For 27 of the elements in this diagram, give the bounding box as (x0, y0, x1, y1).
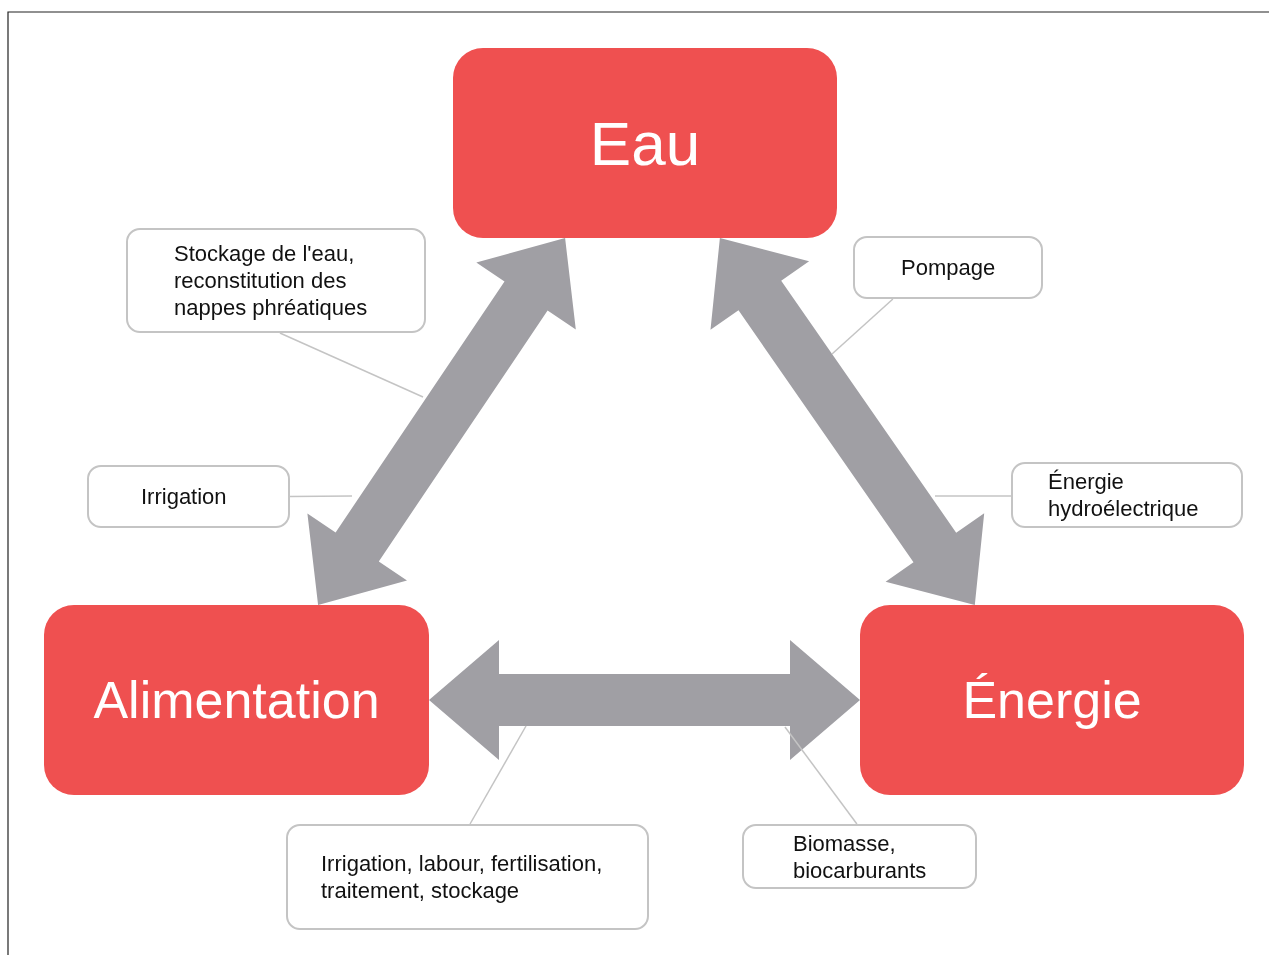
category-label: Alimentation (93, 670, 380, 730)
category-label: Énergie (962, 670, 1142, 730)
callout-text: Biomasse, biocarburants (793, 829, 928, 884)
leader-line (279, 332, 424, 398)
leader-line (289, 495, 353, 498)
callout-box (87, 465, 290, 528)
callout-box (742, 824, 977, 889)
leader-line (469, 725, 527, 825)
leader-line (831, 298, 894, 355)
callout-box (853, 236, 1043, 299)
callout-text: Énergie hydroélectrique (1048, 468, 1200, 522)
callout-box (1011, 462, 1243, 528)
callout-box (126, 228, 426, 333)
double-arrow (710, 238, 985, 605)
double-arrow (429, 640, 860, 760)
leader-line (784, 726, 858, 825)
category-label: Eau (589, 107, 701, 179)
callout-text: Irrigation, labour, fertilisation, traitement, stockage (321, 850, 604, 904)
double-arrow (307, 238, 576, 605)
category-box (44, 605, 429, 795)
category-box (860, 605, 1244, 795)
callout-text: Irrigation (141, 483, 227, 510)
callout-text: Stockage de l'eau, reconstitution des nappes phréatiques (174, 240, 369, 321)
category-box (453, 48, 837, 238)
callout-box (286, 824, 649, 930)
callout-text: Pompage (901, 254, 996, 281)
leader-line (934, 495, 1012, 497)
